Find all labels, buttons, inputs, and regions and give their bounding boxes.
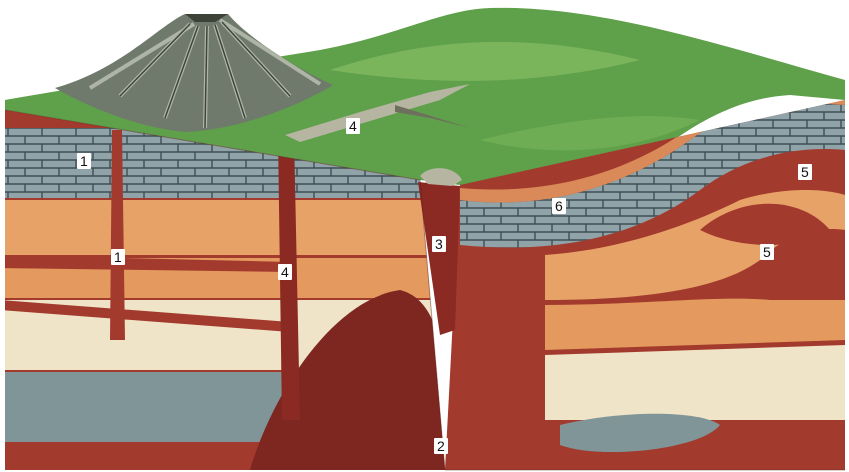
label-5-upper: 5: [798, 164, 812, 180]
label-5-lower: 5: [760, 244, 774, 260]
label-3: 3: [432, 236, 446, 252]
label-4-surface: 4: [346, 118, 360, 134]
label-1-mid: 1: [111, 249, 125, 265]
label-1-top: 1: [77, 153, 91, 169]
label-2: 2: [434, 438, 448, 454]
label-4-dyke: 4: [278, 264, 292, 280]
label-6: 6: [552, 198, 566, 214]
